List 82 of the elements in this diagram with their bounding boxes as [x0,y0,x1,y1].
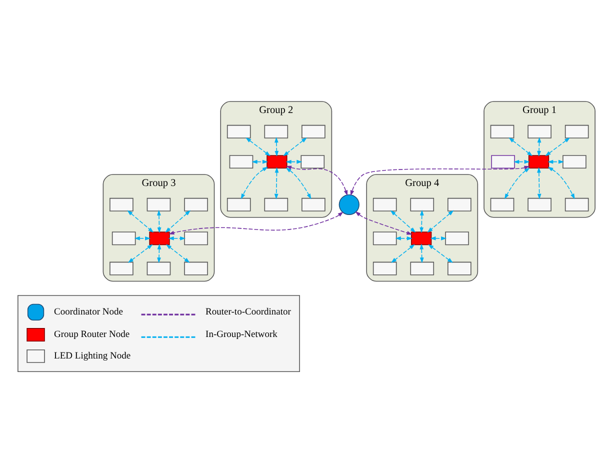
arrow [283,138,307,156]
legend-label: Coordinator Node [54,308,124,318]
arrow [286,168,312,200]
arrow [134,236,151,240]
arrow [391,244,415,263]
cluster: Group 1 [484,101,596,218]
node-box [562,155,586,169]
arrow [355,211,412,235]
arrow [168,212,344,235]
node-box [528,124,552,138]
arrow [395,236,412,240]
node-box [564,198,589,212]
node-box [184,232,208,246]
legend-label: Router-to-Coordinator [206,308,291,318]
arrow [420,244,424,264]
node-box [491,155,515,169]
arrow [252,160,268,164]
node-box [528,155,550,169]
arrow [508,138,533,156]
node-box [112,232,136,246]
arrow [548,160,564,164]
node-box [226,198,251,212]
cluster: Group 2 [220,101,332,218]
cluster: Group 3 [102,174,215,282]
legend-label: LED Lighting Node [54,352,131,362]
arrow [166,244,190,263]
arrow [514,160,530,164]
arrow [504,168,530,200]
arrow [246,138,270,156]
node-box [372,198,397,212]
arrow [240,166,268,200]
arrow [350,166,530,196]
node-box [146,198,171,212]
node-box [226,124,251,138]
node-box [410,262,434,276]
node-box [110,262,134,276]
legend-label: Group Router Node [54,330,130,340]
arrow [428,244,453,263]
arrow [420,210,424,234]
arrow [545,138,570,156]
node-box [448,198,472,212]
node-box [300,155,325,169]
arrow [274,137,279,156]
cluster: Group 4 [366,174,478,282]
node-box [149,232,170,246]
arrow [128,244,153,263]
arrow [537,167,542,200]
arrow [157,244,162,264]
arrow [390,210,416,233]
node-circle [338,194,360,215]
arrow [286,160,302,164]
node-box [302,124,326,138]
node-box [264,198,288,212]
arrow [430,236,447,240]
legend-label: In-Group-Network [206,330,278,340]
node-box [110,198,134,212]
node-box [184,198,208,212]
arrow [548,166,575,200]
node-box [410,198,434,212]
arrow [157,210,162,234]
node-box [184,262,208,276]
node-box [564,124,589,138]
arrow [168,236,186,240]
node-box [445,232,469,246]
node-box [146,262,171,276]
node-box [264,124,288,138]
node-box [372,232,397,246]
node-box [266,155,288,169]
node-box [411,232,432,246]
node-box [448,262,472,276]
arrow [286,166,348,196]
node-box [490,124,514,138]
node-box [302,198,326,212]
node-box [229,155,254,169]
arrow [274,167,279,200]
arrow [165,210,191,233]
node-box [372,262,397,276]
arrow [427,210,454,233]
arrow [537,137,542,156]
node-box [490,198,514,212]
node-box [528,198,552,212]
arrow [127,210,154,233]
